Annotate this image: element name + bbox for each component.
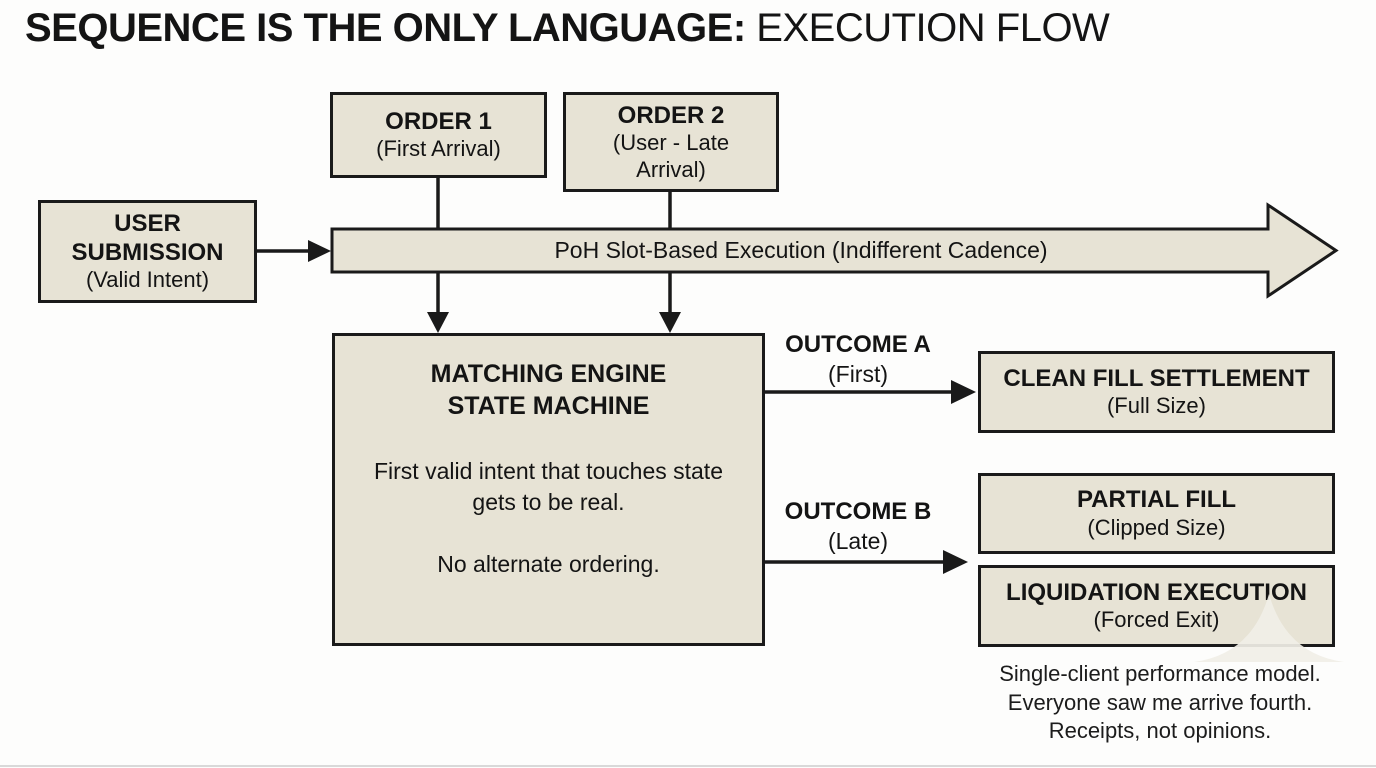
node-order1-title: ORDER 1 — [385, 107, 492, 135]
order1-to-engine-arrowhead-icon — [427, 312, 449, 333]
node-clean-fill: CLEAN FILL SETTLEMENT (Full Size) — [978, 351, 1335, 433]
node-order2-title: ORDER 2 — [617, 101, 725, 129]
node-order1: ORDER 1 (First Arrival) — [330, 92, 547, 178]
outcome-b-label: OUTCOME B (Late) — [760, 498, 956, 556]
poh-timeline-arrow — [330, 202, 1339, 299]
node-user-submission-subtitle: (Valid Intent) — [85, 267, 210, 293]
outcome-b-arrowhead-icon — [943, 550, 968, 574]
poh-timeline-label: PoH Slot-Based Execution (Indifferent Ca… — [554, 237, 1048, 263]
user-to-timeline-arrowhead-icon — [308, 240, 331, 262]
node-user-submission-title: USER SUBMISSION — [71, 209, 224, 267]
outcome-b-title: OUTCOME B — [784, 498, 932, 525]
node-matching-engine: MATCHING ENGINE STATE MACHINE First vali… — [332, 333, 765, 646]
outcome-a-title: OUTCOME A — [785, 331, 931, 358]
caption-line: Receipts, not opinions. — [1048, 718, 1272, 743]
node-clean-fill-title: CLEAN FILL SETTLEMENT — [1003, 364, 1310, 392]
page-title: SEQUENCE IS THE ONLY LANGUAGE: EXECUTION… — [25, 6, 1110, 51]
page-title-regular: EXECUTION FLOW — [745, 6, 1110, 50]
node-order1-subtitle: (First Arrival) — [376, 136, 501, 162]
page-title-bold: SEQUENCE IS THE ONLY LANGUAGE: — [25, 6, 746, 50]
node-liquidation-subtitle: (Forced Exit) — [1093, 607, 1220, 633]
node-user-submission: USER SUBMISSION (Valid Intent) — [38, 200, 257, 303]
node-order2-subtitle: (User - Late Arrival) — [612, 129, 730, 182]
outcome-b-subtitle: (Late) — [827, 527, 889, 554]
node-clean-fill-subtitle: (Full Size) — [1106, 393, 1206, 419]
caption-block: Single-client performance model. Everyon… — [940, 660, 1376, 746]
node-matching-engine-body2: No alternate ordering. — [437, 551, 660, 578]
caption-line: Everyone saw me arrive fourth. — [1007, 689, 1313, 715]
peak-watermark-icon — [1194, 594, 1344, 662]
node-matching-engine-body1: First valid intent that touches state ge… — [373, 458, 723, 516]
node-liquidation-title: LIQUIDATION EXECUTION — [1006, 578, 1307, 606]
outcome-a-arrowhead-icon — [951, 380, 976, 404]
outcome-a-subtitle: (First) — [827, 360, 889, 387]
node-partial-fill-title: PARTIAL FILL — [1076, 486, 1237, 514]
order2-to-engine-arrowhead-icon — [659, 312, 681, 333]
node-partial-fill: PARTIAL FILL (Clipped Size) — [978, 473, 1335, 554]
bottom-edge-divider — [0, 765, 1376, 767]
node-matching-engine-title-line2: STATE MACHINE — [447, 392, 650, 420]
node-matching-engine-title-line1: MATCHING ENGINE — [430, 360, 667, 388]
outcome-a-label: OUTCOME A (First) — [760, 331, 956, 389]
node-partial-fill-subtitle: (Clipped Size) — [1087, 514, 1226, 540]
caption-line: Single-client performance model. — [999, 661, 1321, 686]
node-order2: ORDER 2 (User - Late Arrival) — [563, 92, 779, 192]
